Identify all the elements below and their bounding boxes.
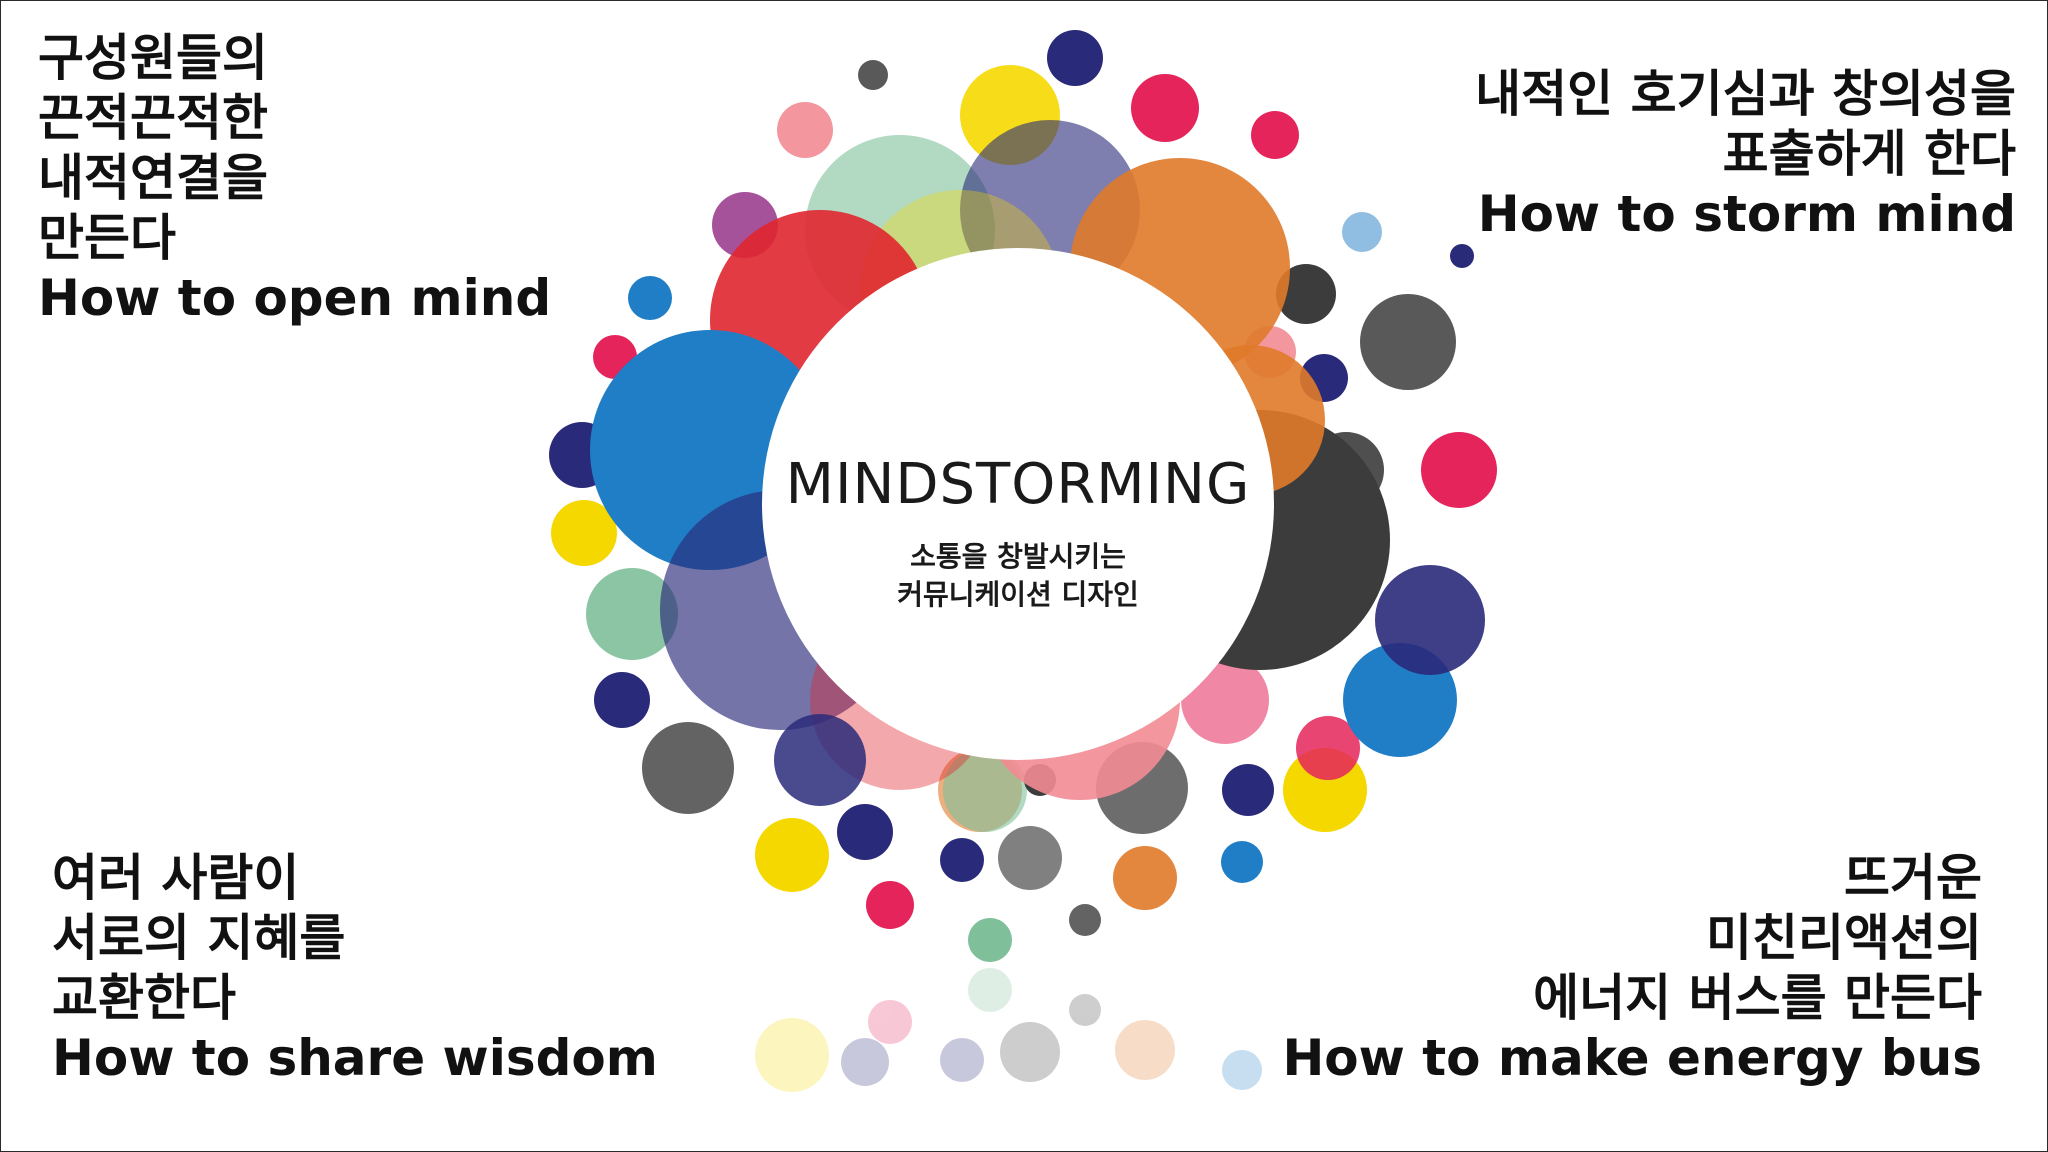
- bubble-orange: [1113, 846, 1177, 910]
- top-left-line-4: 만든다: [38, 209, 176, 267]
- center-title: MINDSTORMING: [785, 452, 1251, 517]
- bubble-gray: [1069, 904, 1101, 936]
- center-white-disc: [762, 248, 1274, 760]
- bubble-navy: [940, 838, 984, 882]
- bottom-left-line-4: How to share wisdom: [52, 1029, 658, 1087]
- bubble-crimson: [1251, 111, 1299, 159]
- bubble-navy: [594, 672, 650, 728]
- bubble-gray: [998, 826, 1062, 890]
- bubble-teal: [968, 918, 1012, 962]
- bottom-right-line-1: 뜨거운: [1844, 849, 1982, 907]
- bubble-navy: [1375, 565, 1485, 675]
- bubble-reflection-orange: [1115, 1020, 1175, 1080]
- bubble-reflection-yellow: [755, 1018, 829, 1092]
- bubble-navy: [774, 714, 866, 806]
- bubble-gray: [858, 60, 888, 90]
- center-subtitle-line-1: 소통을 창발시키는: [910, 540, 1126, 573]
- top-right-text: 내적인 호기심과 창의성을 표출하게 한다 How to storm mind: [1475, 64, 2016, 244]
- bubble-gray: [1360, 294, 1456, 390]
- bubble-teal: [943, 748, 1027, 832]
- bubble-crimson: [1131, 74, 1199, 142]
- top-left-line-1: 구성원들의: [38, 29, 268, 87]
- bubble-blue: [628, 276, 672, 320]
- bubble-reflection-blue: [1222, 1050, 1262, 1090]
- bubble-teal: [586, 568, 678, 660]
- bubble-blue: [1221, 841, 1263, 883]
- bubble-gray: [1276, 264, 1336, 324]
- bubble-reflection-crimson: [868, 1000, 912, 1044]
- bubble-reflection-gray: [1000, 1022, 1060, 1082]
- bottom-left-line-3: 교환한다: [52, 969, 236, 1027]
- top-left-line-3: 내적연결을: [38, 149, 268, 207]
- bubble-yellow: [755, 818, 829, 892]
- bubble-yellow: [551, 500, 617, 566]
- bottom-left-line-1: 여러 사람이: [52, 849, 300, 907]
- bubble-gray: [642, 722, 734, 814]
- center-subtitle-line-2: 커뮤니케이션 디자인: [897, 578, 1139, 611]
- bottom-left-line-2: 서로의 지혜를: [52, 909, 346, 967]
- bubble-navy: [1450, 244, 1474, 268]
- bubble-reflection: [755, 968, 1262, 1092]
- top-right-line-2: 표출하게 한다: [1722, 125, 2016, 183]
- bubble-crimson: [1296, 716, 1360, 780]
- bottom-right-line-4: How to make energy bus: [1282, 1029, 1982, 1087]
- top-left-text: 구성원들의 끈적끈적한 내적연결을 만든다 How to open mind: [38, 28, 551, 328]
- top-left-line-2: 끈적끈적한: [38, 89, 268, 147]
- bubble-navy: [1047, 30, 1103, 86]
- top-right-line-3: How to storm mind: [1477, 185, 2016, 243]
- bubble-navy: [1222, 764, 1274, 816]
- bottom-right-line-3: 에너지 버스를 만든다: [1533, 969, 1982, 1027]
- bubble-reflection-navy: [841, 1038, 889, 1086]
- bubble-crimson: [1421, 432, 1497, 508]
- bottom-right-line-2: 미친리액션의: [1706, 909, 1982, 967]
- bottom-right-text: 뜨거운 미친리액션의 에너지 버스를 만든다 How to make energ…: [1282, 848, 1982, 1088]
- bubble-pink: [777, 102, 833, 158]
- bubble-reflection-gray: [1069, 994, 1101, 1026]
- bottom-left-text: 여러 사람이 서로의 지혜를 교환한다 How to share wisdom: [52, 848, 658, 1088]
- bubble-reflection-teal: [968, 968, 1012, 1012]
- bubble-navy: [837, 804, 893, 860]
- top-right-line-1: 내적인 호기심과 창의성을: [1475, 65, 2016, 123]
- top-left-line-5: How to open mind: [38, 269, 552, 327]
- bubble-blue: [1342, 212, 1382, 252]
- bubble-reflection-navy: [940, 1038, 984, 1082]
- bubble-crimson: [866, 881, 914, 929]
- center-subtitle: 소통을 창발시키는 커뮤니케이션 디자인: [818, 538, 1218, 614]
